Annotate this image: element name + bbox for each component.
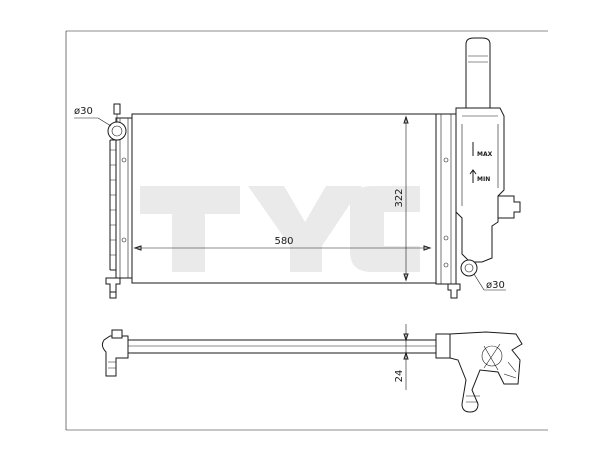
- height-dimension: 322: [394, 115, 409, 282]
- top-view-core: [127, 339, 437, 354]
- max-mark: MAX: [477, 151, 493, 158]
- frame: [65, 30, 548, 431]
- left-tank: [105, 103, 133, 299]
- outlet-diameter-callout: ø30: [473, 273, 506, 291]
- width-label: 580: [274, 236, 293, 247]
- side-spigot: [497, 195, 521, 219]
- inlet-diameter-label: ø30: [74, 106, 93, 117]
- radiator-top-view: 24: [101, 324, 523, 413]
- filler-neck: [465, 37, 491, 109]
- outlet-pipe: [460, 259, 478, 277]
- width-dimension: 580: [133, 236, 432, 251]
- left-mount-pin: [105, 277, 121, 293]
- outlet-diameter-label: ø30: [486, 280, 505, 291]
- min-mark: MIN: [477, 176, 490, 183]
- top-view-reservoir: [449, 331, 523, 413]
- right-mount-pin: [447, 283, 461, 299]
- expansion-tank: [455, 107, 505, 263]
- thickness-dimension: 24: [394, 324, 412, 390]
- right-tank: MAX MIN: [435, 37, 521, 299]
- inlet-pipe: [107, 121, 127, 141]
- height-label: 322: [394, 188, 405, 207]
- inlet-diameter-callout: ø30: [74, 106, 112, 127]
- watermark-logo: [140, 186, 420, 272]
- thickness-label: 24: [394, 370, 405, 383]
- radiator-front-view: MAX MIN 580 322 ø30 ø30: [74, 37, 521, 299]
